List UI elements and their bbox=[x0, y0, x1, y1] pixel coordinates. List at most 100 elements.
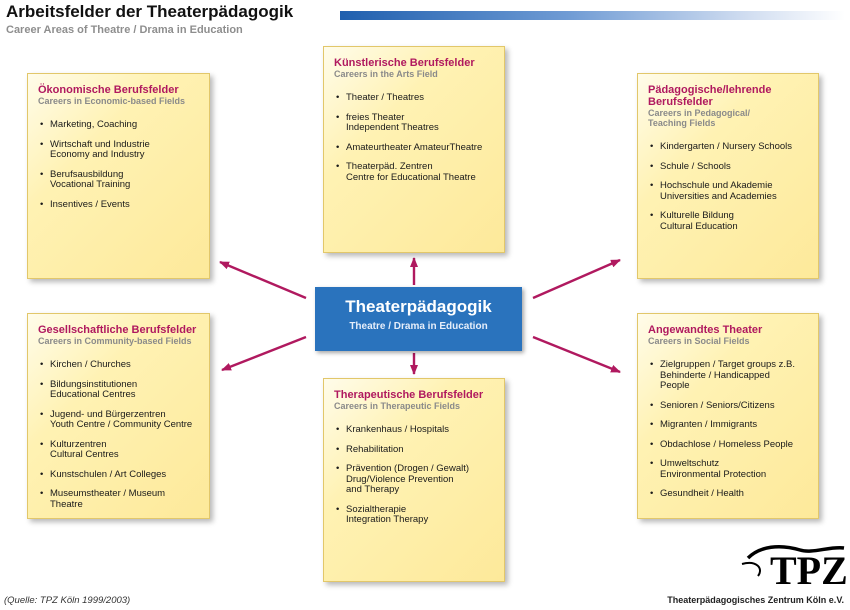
list-item-line: Wirtschaft und Industrie bbox=[50, 138, 150, 150]
card-title: Therapeutische Berufsfelder bbox=[334, 389, 494, 401]
list-item-line: Economy and Industry bbox=[50, 149, 145, 160]
list-item-line: Schule / Schools bbox=[660, 160, 731, 172]
list-item-line: Kulturzentren bbox=[50, 438, 107, 450]
list-item: Theater / Theatres bbox=[334, 92, 494, 104]
card-title: Ökonomische Berufsfelder bbox=[38, 84, 199, 96]
tpz-logo-graphic: TPZ bbox=[741, 544, 848, 593]
list-item-line: Amateurtheater AmateurTheatre bbox=[346, 141, 483, 153]
card-title-line: Gesellschaftliche Berufsfelder bbox=[38, 324, 197, 336]
list-item-line: Bildungsinstitutionen bbox=[50, 378, 138, 390]
card-subtitle: Careers in the Arts Field bbox=[334, 69, 494, 79]
card-subtitle: Careers in Economic-based Fields bbox=[38, 96, 199, 106]
card-subtitle: Careers in Pedagogical/Teaching Fields bbox=[648, 108, 808, 128]
card-list: Theater / Theatresfreies TheaterIndepend… bbox=[334, 92, 494, 183]
list-item-line: Senioren / Seniors/Citizens bbox=[660, 399, 775, 411]
list-item-line: Insentives / Events bbox=[50, 198, 130, 210]
card-subtitle-line: Careers in Therapeutic Fields bbox=[334, 401, 461, 411]
card-subtitle-line: Teaching Fields bbox=[648, 118, 716, 128]
header-gradient-bar bbox=[340, 11, 845, 20]
list-item: Schule / Schools bbox=[648, 160, 808, 173]
card-list: Zielgruppen / Target groups z.B.Behinder… bbox=[648, 359, 808, 500]
list-item: Zielgruppen / Target groups z.B.Behinder… bbox=[648, 359, 808, 392]
list-item-line: Kunstschulen / Art Colleges bbox=[50, 468, 167, 480]
list-item-line: Berufsausbildung bbox=[50, 168, 124, 180]
list-item: Prävention (Drogen / Gewalt)Drug/Violenc… bbox=[334, 463, 494, 496]
list-item-line: and Therapy bbox=[346, 484, 400, 495]
page-subtitle: Career Areas of Theatre / Drama in Educa… bbox=[6, 24, 243, 36]
list-item-line: Kirchen / Churches bbox=[50, 359, 131, 370]
list-item: Amateurtheater AmateurTheatre bbox=[334, 141, 494, 154]
page-title: Arbeitsfelder der Theaterpädagogik bbox=[6, 2, 294, 21]
list-item: Museumstheater / Museum Theatre bbox=[38, 488, 199, 510]
arrow-to-gesellschaftlich bbox=[221, 335, 307, 372]
card-title-line: Therapeutische Berufsfelder bbox=[334, 389, 484, 401]
card-list: Krankenhaus / HospitalsRehabilitationPrä… bbox=[334, 424, 494, 526]
card-title-line: Künstlerische Berufsfelder bbox=[334, 57, 475, 69]
center-subtitle: Theatre / Drama in Education bbox=[349, 321, 488, 332]
card-subtitle: Careers in Therapeutic Fields bbox=[334, 401, 494, 411]
card-subtitle-line: Careers in Community-based Fields bbox=[38, 336, 192, 346]
list-item-line: Zielgruppen / Target groups z.B. bbox=[660, 359, 796, 370]
list-item-line: Theater / Theatres bbox=[346, 92, 424, 103]
list-item: Obdachlose / Homeless People bbox=[648, 438, 808, 451]
list-item: Insentives / Events bbox=[38, 198, 199, 211]
list-item-line: Rehabilitation bbox=[346, 443, 404, 455]
card-subtitle-line: Careers in Pedagogical/ bbox=[648, 108, 751, 118]
list-item-line: Independent Theatres bbox=[346, 122, 439, 133]
card-title: Angewandtes Theater bbox=[648, 324, 808, 336]
card-subtitle: Careers in Social Fields bbox=[648, 336, 808, 346]
list-item-line: Museumstheater / Museum Theatre bbox=[50, 488, 166, 510]
card-subtitle: Careers in Community-based Fields bbox=[38, 336, 199, 346]
list-item-line: Sozialtherapie bbox=[346, 503, 407, 515]
arrow-to-paedagogisch bbox=[532, 258, 621, 300]
logo-text: TPZ bbox=[770, 548, 848, 588]
list-item-line: Centre for Educational Theatre bbox=[346, 171, 476, 183]
card-title: Gesellschaftliche Berufsfelder bbox=[38, 324, 199, 336]
list-item-line: Cultural Centres bbox=[50, 449, 119, 460]
card-list: Marketing, CoachingWirtschaft und Indust… bbox=[38, 119, 199, 211]
list-item-line: People bbox=[660, 380, 690, 391]
list-item-line: Youth Centre / Community Centre bbox=[50, 419, 193, 430]
list-item: Kunstschulen / Art Colleges bbox=[38, 468, 199, 481]
list-item-line: Umweltschutz bbox=[660, 458, 720, 469]
card-list: Kindergarten / Nursery SchoolsSchule / S… bbox=[648, 141, 808, 232]
arrow-to-oekonomisch bbox=[219, 260, 307, 300]
list-item: Migranten / Immigrants bbox=[648, 419, 808, 431]
list-item-line: Cultural Education bbox=[660, 220, 738, 232]
list-item-line: Behinderte / Handicapped bbox=[660, 369, 770, 381]
list-item-line: Vocational Training bbox=[50, 179, 131, 190]
list-item-line: Hochschule und Akademie bbox=[660, 180, 773, 191]
list-item-line: Educational Centres bbox=[50, 389, 136, 400]
card-title: Künstlerische Berufsfelder bbox=[334, 57, 494, 69]
card-subtitle-line: Careers in Economic-based Fields bbox=[38, 96, 186, 106]
arrow-to-angewandt bbox=[532, 335, 621, 374]
list-item: Marketing, Coaching bbox=[38, 119, 199, 131]
list-item: Senioren / Seniors/Citizens bbox=[648, 399, 808, 412]
source-note: (Quelle: TPZ Köln 1999/2003) bbox=[4, 595, 131, 606]
card-title-line: Pädagogische/lehrende bbox=[648, 84, 772, 96]
list-item-line: Krankenhaus / Hospitals bbox=[346, 424, 449, 435]
list-item-line: Kindergarten / Nursery Schools bbox=[660, 141, 793, 152]
list-item-line: Theaterpäd. Zentren bbox=[346, 161, 433, 172]
list-item-line: Migranten / Immigrants bbox=[660, 419, 758, 430]
list-item-line: Obdachlose / Homeless People bbox=[660, 438, 794, 450]
list-item-line: Integration Therapy bbox=[346, 514, 429, 525]
card-title-line: Berufsfelder bbox=[648, 96, 713, 108]
card-title-line: Ökonomische Berufsfelder bbox=[38, 84, 179, 96]
